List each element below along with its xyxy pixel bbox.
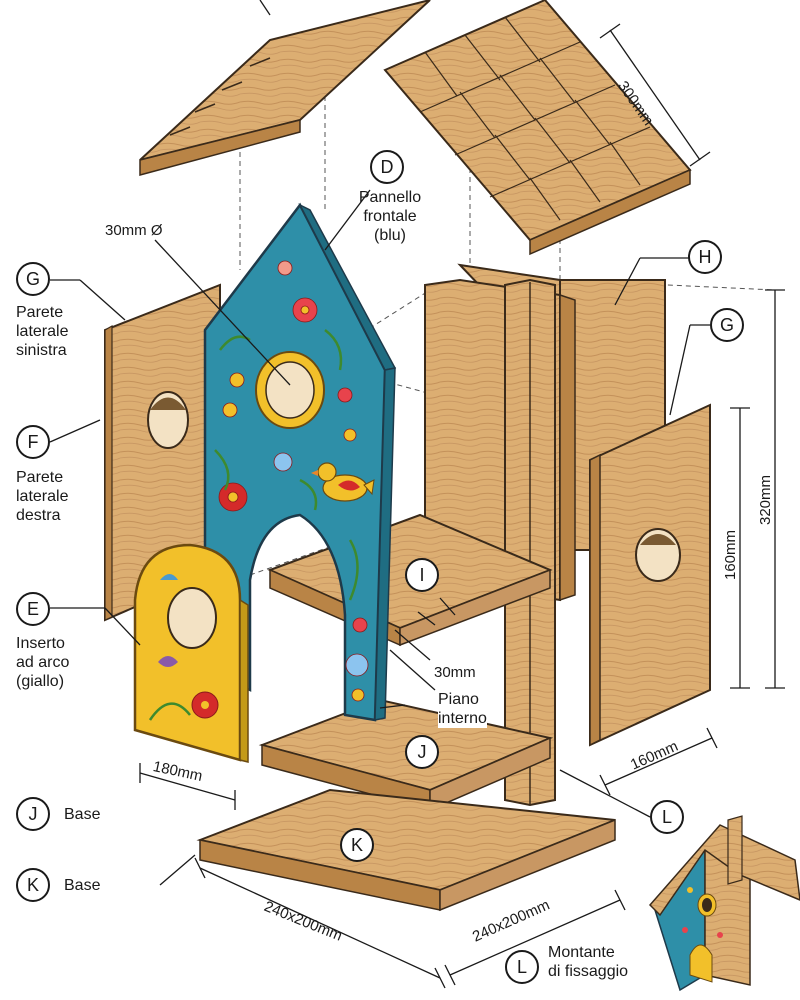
legend-badge-l: L <box>505 950 539 984</box>
badge-e: E <box>16 592 50 626</box>
yellow-arch-insert <box>133 543 249 763</box>
bird-decoration <box>311 462 375 502</box>
right-side-wall <box>589 403 711 747</box>
dim-tall: 320mm <box>757 474 774 525</box>
dim-shelf-gap: 30mm <box>434 664 476 681</box>
label-left-side-wall: Parete laterale sinistra <box>16 304 69 359</box>
legend-badge-j: J <box>16 797 50 831</box>
dim-roof-line <box>599 23 711 167</box>
badge-g-right: G <box>710 308 744 342</box>
label-front-panel: Pannello frontale (blu) <box>358 189 422 244</box>
badge-f: F <box>16 425 50 459</box>
base-board <box>196 788 616 912</box>
label-interior-shelf: Piano interno <box>438 690 487 728</box>
dim-hole: 30mm Ø <box>105 222 163 239</box>
badge-j-part: J <box>405 735 439 769</box>
left-side-wall <box>104 283 221 622</box>
legend-text-k: Base <box>64 877 101 894</box>
roof-right-panel <box>383 0 692 256</box>
dim-mid: 160mm <box>722 529 739 580</box>
badge-k-part: K <box>340 828 374 862</box>
roof-left-panel <box>139 0 431 176</box>
leader-lines <box>49 0 710 886</box>
badge-h: H <box>688 240 722 274</box>
label-arch-insert: Inserto ad arco (giallo) <box>16 635 70 690</box>
dimension-lines <box>139 289 785 989</box>
mounting-post <box>504 278 556 807</box>
badge-i: I <box>405 558 439 592</box>
blue-front-panel <box>203 202 397 722</box>
badge-g-left: G <box>16 262 50 296</box>
assembled-birdhouse-thumbnail <box>648 815 800 992</box>
badge-d: D <box>370 150 404 184</box>
label-right-side-wall: Parete laterale destra <box>16 469 69 524</box>
legend-text-l: Montante di fissaggio <box>548 944 629 980</box>
badge-l-part: L <box>650 800 684 834</box>
legend-badge-k: K <box>16 868 50 902</box>
legend-text-j: Base <box>64 806 101 823</box>
